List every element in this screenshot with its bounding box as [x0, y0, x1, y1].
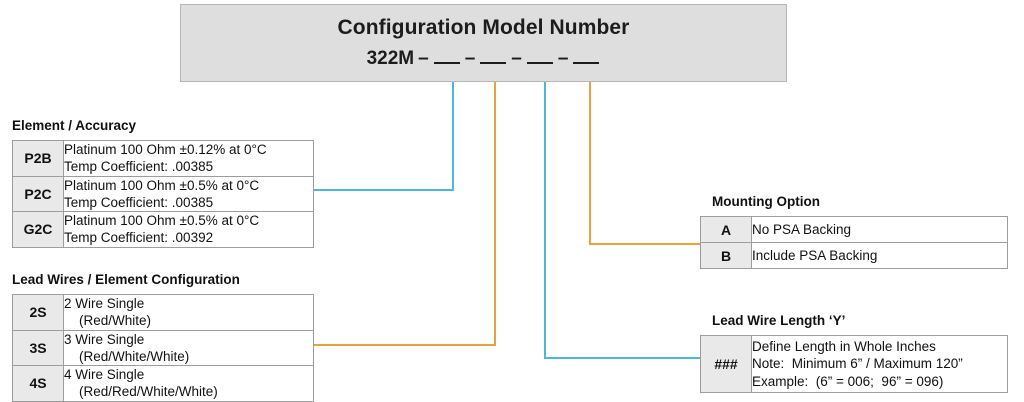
- table-row[interactable]: 2S 2 Wire Single (Red/White): [12, 294, 314, 331]
- model-dash-1: –: [418, 48, 429, 69]
- section-title-mounting-option: Mounting Option: [712, 194, 820, 209]
- option-description: No PSA Backing: [751, 216, 1008, 243]
- table-row[interactable]: P2B Platinum 100 Ohm ±0.12% at 0°C Temp …: [12, 140, 314, 177]
- option-description: Define Length in Whole Inches Note: Mini…: [751, 335, 1008, 393]
- option-code: 3S: [12, 329, 64, 367]
- connector-line-mounting-horizontal: [589, 243, 701, 245]
- option-code: ###: [700, 335, 752, 393]
- model-slot-2: [480, 49, 507, 64]
- connector-line-mounting-vertical: [589, 82, 591, 245]
- table-row[interactable]: P2C Platinum 100 Ohm ±0.5% at 0°C Temp C…: [12, 175, 314, 213]
- table-row[interactable]: ### Define Length in Whole Inches Note: …: [700, 335, 1008, 393]
- connector-line-length-horizontal: [544, 357, 701, 359]
- table-lead-wire-length: ### Define Length in Whole Inches Note: …: [700, 335, 1008, 393]
- section-title-lead-wires: Lead Wires / Element Configuration: [12, 272, 240, 287]
- option-description: 2 Wire Single (Red/White): [63, 294, 314, 331]
- table-element-accuracy: P2B Platinum 100 Ohm ±0.12% at 0°C Temp …: [12, 140, 314, 248]
- model-number-box: Configuration Model Number 322M – – – –: [180, 4, 787, 82]
- page-title: Configuration Model Number: [337, 16, 630, 39]
- model-slot-4: [573, 49, 600, 64]
- option-code: B: [700, 242, 752, 269]
- option-code: G2C: [12, 211, 64, 248]
- connector-line-leadwires-vertical: [494, 82, 496, 345]
- section-mounting-option: Mounting Option A No PSA Backing B Inclu…: [700, 194, 1008, 269]
- option-description: Platinum 100 Ohm ±0.5% at 0°C Temp Coeff…: [63, 175, 314, 213]
- table-lead-wires: 2S 2 Wire Single (Red/White) 3S 3 Wire S…: [12, 294, 314, 402]
- table-row[interactable]: B Include PSA Backing: [700, 242, 1008, 269]
- model-slot-3: [526, 49, 553, 64]
- connector-line-element-horizontal: [314, 189, 454, 191]
- option-description: Include PSA Backing: [751, 242, 1008, 269]
- model-dash-4: –: [557, 48, 569, 69]
- section-lead-wires: Lead Wires / Element Configuration 2S 2 …: [12, 272, 314, 402]
- option-code: A: [700, 216, 752, 243]
- option-description: 4 Wire Single (Red/Red/White/White): [63, 365, 314, 402]
- option-description: 3 Wire Single (Red/White/White): [63, 329, 314, 367]
- section-title-element-accuracy: Element / Accuracy: [12, 118, 137, 133]
- section-lead-wire-length: Lead Wire Length ‘Y’ ### Define Length i…: [700, 313, 1008, 393]
- table-row[interactable]: A No PSA Backing: [700, 216, 1008, 243]
- connector-line-element-vertical: [452, 82, 454, 191]
- option-code: 2S: [12, 294, 64, 331]
- model-dash-3: –: [511, 48, 522, 69]
- table-row[interactable]: 4S 4 Wire Single (Red/Red/White/White): [12, 365, 314, 402]
- model-number-code: 322M – – – –: [367, 48, 601, 70]
- table-row[interactable]: 3S 3 Wire Single (Red/White/White): [12, 329, 314, 367]
- option-description: Platinum 100 Ohm ±0.12% at 0°C Temp Coef…: [63, 140, 314, 177]
- model-slot-1: [433, 49, 460, 64]
- section-title-lead-wire-length: Lead Wire Length ‘Y’: [712, 313, 846, 328]
- option-code: P2B: [12, 140, 64, 177]
- connector-line-length-vertical: [544, 82, 546, 359]
- table-row[interactable]: G2C Platinum 100 Ohm ±0.5% at 0°C Temp C…: [12, 211, 314, 248]
- model-prefix: 322M: [366, 48, 415, 69]
- table-mounting-option: A No PSA Backing B Include PSA Backing: [700, 216, 1008, 269]
- model-dash-2: –: [464, 48, 476, 69]
- option-description: Platinum 100 Ohm ±0.5% at 0°C Temp Coeff…: [63, 211, 314, 248]
- option-code: 4S: [12, 365, 64, 402]
- section-element-accuracy: Element / Accuracy P2B Platinum 100 Ohm …: [12, 118, 314, 248]
- option-code: P2C: [12, 175, 64, 213]
- connector-line-leadwires-horizontal: [314, 344, 496, 346]
